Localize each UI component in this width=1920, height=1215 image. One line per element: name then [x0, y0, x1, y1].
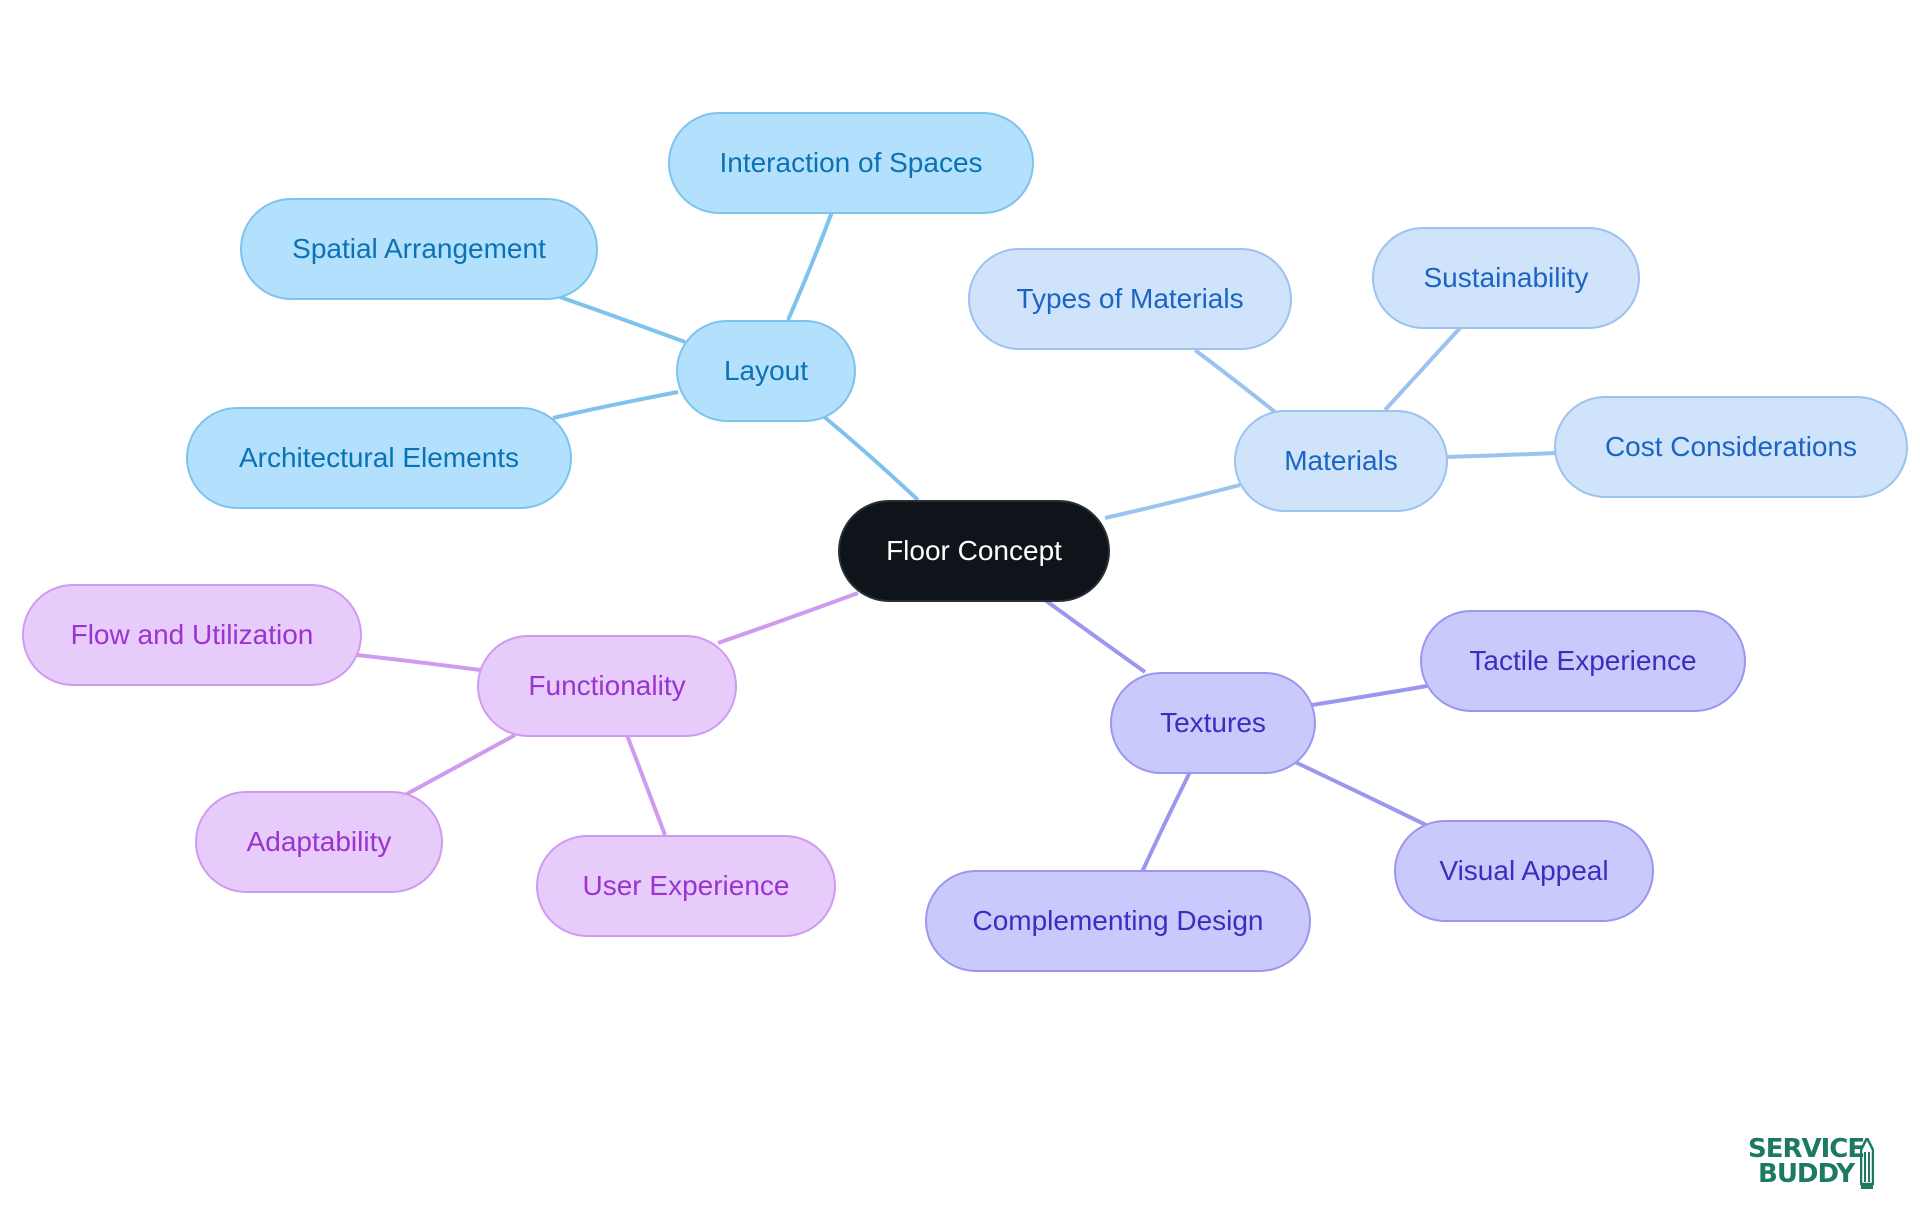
edge-layout-spatial — [559, 295, 686, 344]
leaf-node-user-experience[interactable]: User Experience — [536, 835, 836, 937]
service-buddy-logo: SERVICE BUDDY — [1744, 1136, 1874, 1192]
leaf-node-spatial-arrangement[interactable]: Spatial Arrangement — [240, 198, 598, 300]
branch-node-textures[interactable]: Textures — [1110, 672, 1316, 774]
logo-line1: SERVICE — [1748, 1134, 1865, 1164]
edge-textures-visual — [1294, 760, 1429, 828]
edge-central-materials — [1104, 483, 1241, 520]
central-node[interactable]: Floor Concept — [838, 500, 1110, 602]
edge-central-textures — [1043, 598, 1147, 674]
leaf-node-cost-considerations[interactable]: Cost Considerations — [1554, 396, 1908, 498]
edge-func-adaptability — [404, 733, 516, 797]
edge-materials-cost — [1446, 451, 1558, 459]
leaf-node-tactile-experience[interactable]: Tactile Experience — [1420, 610, 1746, 712]
edge-materials-types — [1193, 348, 1277, 414]
leaf-node-types-of-materials[interactable]: Types of Materials — [968, 248, 1292, 350]
branch-node-layout[interactable]: Layout — [676, 320, 856, 422]
pencil-icon — [1860, 1138, 1874, 1189]
logo-line2: BUDDY — [1758, 1159, 1855, 1189]
edge-layout-architectural — [552, 390, 679, 420]
edge-materials-sustainability — [1383, 326, 1462, 412]
leaf-node-architectural-elements[interactable]: Architectural Elements — [186, 407, 572, 509]
leaf-node-complementing-design[interactable]: Complementing Design — [925, 870, 1311, 972]
edge-textures-tactile — [1311, 684, 1428, 707]
edge-func-user — [625, 734, 667, 836]
leaf-node-sustainability[interactable]: Sustainability — [1372, 227, 1640, 329]
leaf-node-adaptability[interactable]: Adaptability — [195, 791, 443, 893]
leaf-node-visual-appeal[interactable]: Visual Appeal — [1394, 820, 1654, 922]
edge-func-flow — [356, 653, 481, 672]
leaf-node-interaction-of-spaces[interactable]: Interaction of Spaces — [668, 112, 1034, 214]
edge-textures-complementing — [1140, 771, 1192, 873]
branch-node-functionality[interactable]: Functionality — [477, 635, 737, 737]
edge-central-functionality — [717, 591, 859, 645]
branch-node-materials[interactable]: Materials — [1234, 410, 1448, 512]
edge-central-layout — [820, 413, 920, 502]
edge-layout-interaction — [786, 211, 834, 321]
leaf-node-flow-and-utilization[interactable]: Flow and Utilization — [22, 584, 362, 686]
